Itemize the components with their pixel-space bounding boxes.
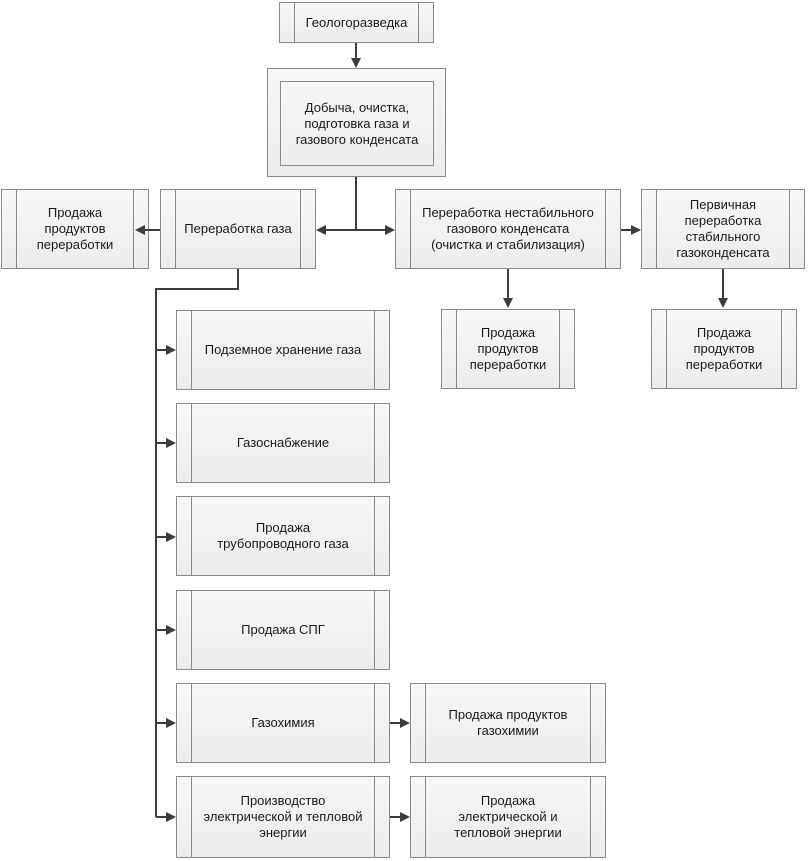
node-label: Продажа трубопроводного газа (217, 520, 349, 551)
line-gas-processing-trunk (155, 269, 239, 817)
node-extraction: Добыча, очистка, подготовка газа и газов… (267, 68, 446, 177)
node-label: Переработка газа (184, 221, 292, 236)
node-label: Добыча, очистка, подготовка газа и газов… (295, 99, 419, 147)
node-sales-right: Продажа продуктов переработки (651, 309, 797, 389)
node-label: Газоснабжение (236, 435, 330, 450)
node-label: Геологоразведка (305, 14, 408, 30)
node-extraction-inner: Добыча, очистка, подготовка газа и газов… (280, 81, 434, 166)
node-sales-mid: Продажа продуктов переработки (441, 309, 575, 389)
node-sales-left: Продажа продуктов переработки (1, 189, 149, 269)
node-label: Продажа СПГ (241, 622, 325, 637)
node-gas-chemistry-sales: Продажа продуктов газохимии (410, 683, 606, 763)
node-label: Продажа продуктов переработки (36, 205, 114, 252)
node-label: Переработка нестабильного газового конде… (422, 205, 594, 252)
node-lng-sales: Продажа СПГ (176, 590, 390, 670)
node-label: Продажа продуктов газохимии (448, 707, 568, 738)
node-label: Газохимия (251, 715, 315, 730)
node-gas-chemistry: Газохимия (176, 683, 390, 763)
node-underground-storage: Подземное хранение газа (176, 310, 390, 390)
node-primary-processing: Первичная переработка стабильного газоко… (641, 189, 805, 269)
node-label: Производство электрической и тепловой эн… (203, 793, 363, 840)
node-gas-processing: Переработка газа (160, 189, 316, 269)
node-label: Первичная переработка стабильного газоко… (676, 197, 770, 260)
node-geological-exploration: Геологоразведка (279, 2, 434, 43)
node-label: Продажа продуктов переработки (685, 325, 763, 372)
node-power-production: Производство электрической и тепловой эн… (176, 776, 390, 858)
node-pipeline-gas-sales: Продажа трубопроводного газа (176, 496, 390, 576)
node-power-sales: Продажа электрической и тепловой энергии (410, 776, 606, 858)
node-unstable-condensate: Переработка нестабильного газового конде… (395, 189, 621, 269)
node-label: Подземное хранение газа (204, 342, 362, 357)
node-label: Продажа продуктов переработки (469, 325, 547, 372)
node-gas-supply: Газоснабжение (176, 403, 390, 483)
node-label: Продажа электрической и тепловой энергии (454, 793, 562, 840)
